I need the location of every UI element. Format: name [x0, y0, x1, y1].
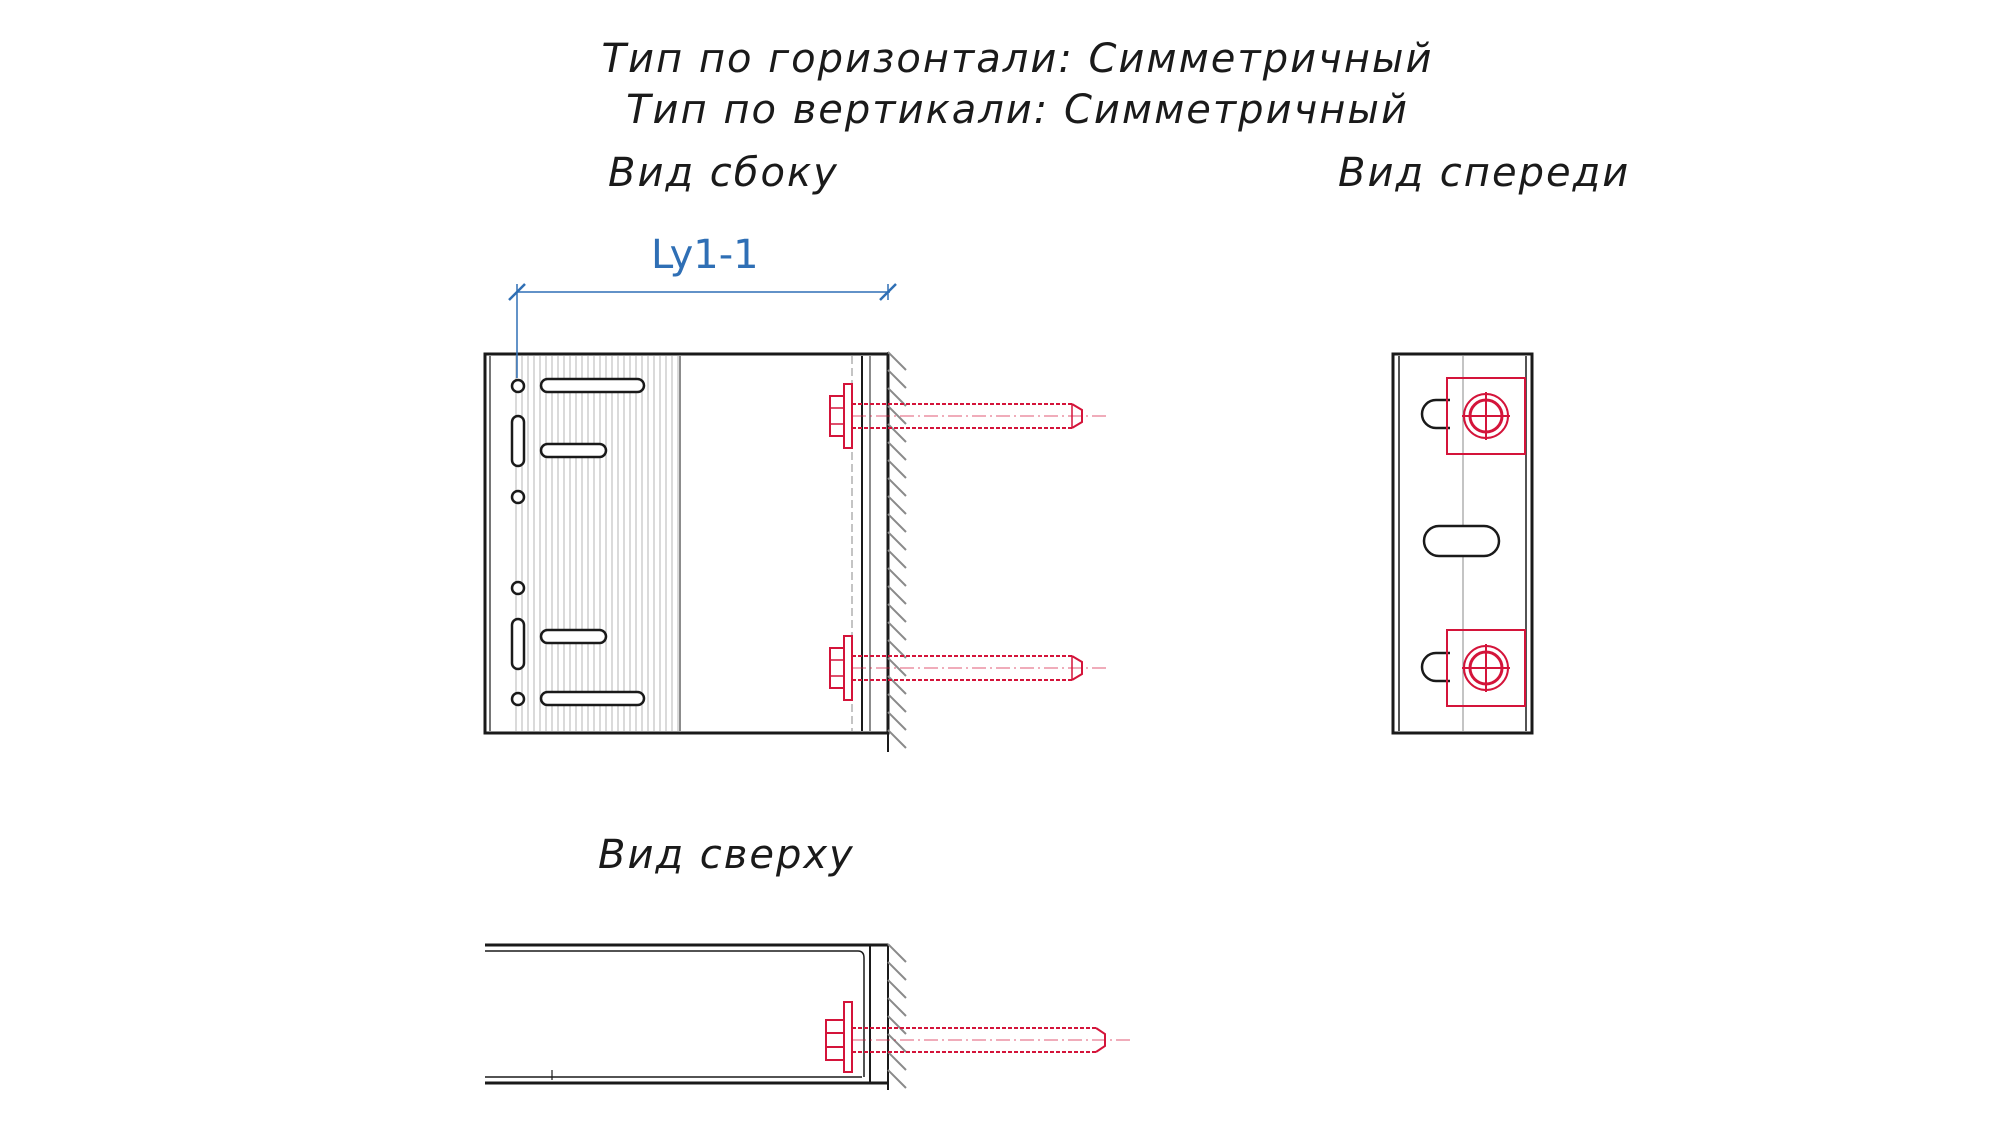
- center-slot: [1422, 524, 1501, 558]
- vertical-type-label: Тип по вертикали: Симметричный: [626, 87, 1409, 133]
- anchor-bolt-upper: [829, 383, 1107, 449]
- front-anchor-lower: [1446, 629, 1526, 707]
- anchor-bolt-lower: [829, 635, 1107, 701]
- front-anchor-upper: [1446, 377, 1526, 455]
- wall-hatching: [887, 351, 907, 749]
- top-view-title: Вид сверху: [598, 832, 855, 878]
- top-anchor-bolt: [825, 1001, 1130, 1073]
- bracket-outline: [483, 352, 890, 735]
- front-outline: [1391, 352, 1534, 735]
- horizontal-type-label: Тип по горизонтали: Симметричный: [601, 36, 1434, 82]
- dimension-label: Ly1-1: [651, 232, 759, 278]
- top-wall-hatching: [887, 943, 907, 1089]
- top-view: [485, 943, 1130, 1090]
- dimension-line: [508, 283, 897, 378]
- side-view-title: Вид сбоку: [608, 150, 839, 196]
- front-view-title: Вид спереди: [1338, 150, 1631, 196]
- side-view: [483, 283, 1107, 752]
- mounting-holes: [510, 377, 646, 707]
- front-view: [1391, 352, 1534, 735]
- perforated-zone-texture: [515, 356, 679, 731]
